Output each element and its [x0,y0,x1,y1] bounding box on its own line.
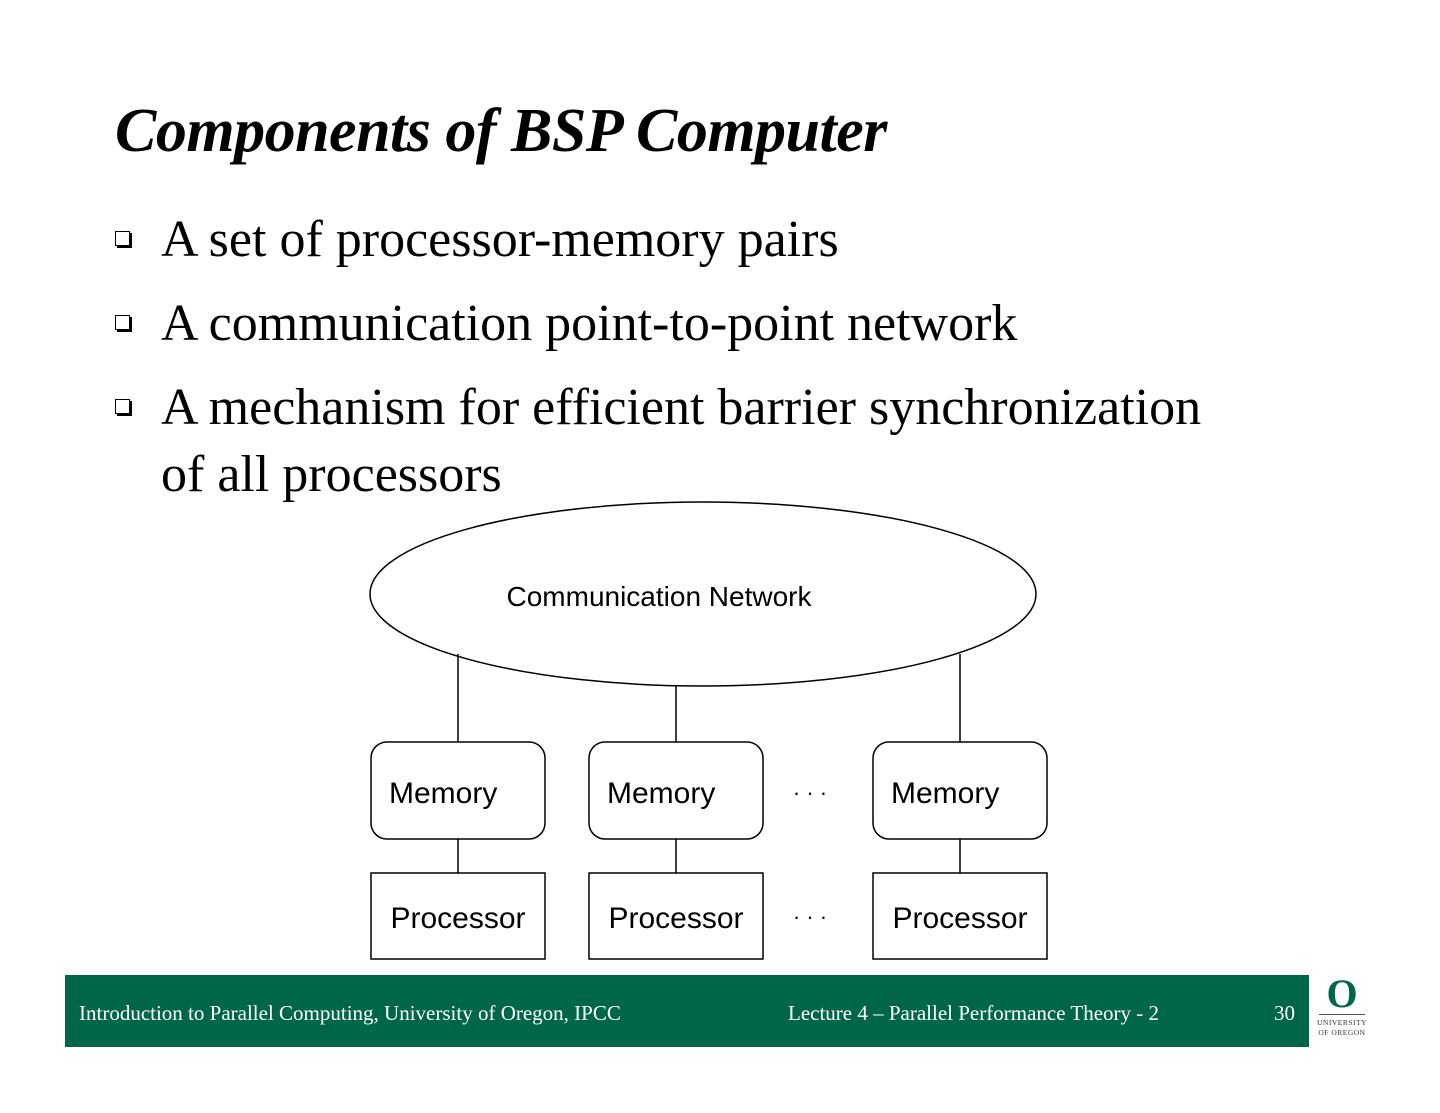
checkbox-bullet-icon [115,399,133,417]
checkbox-bullet-icon [115,231,133,249]
processor-box [872,872,1048,960]
oregon-o-icon: O [1326,971,1358,1016]
footer-lecture: Lecture 4 – Parallel Performance Theory … [788,1001,1160,1025]
processor-label: Processor [608,902,743,935]
logo-text-line1: UNIVERSITY [1317,1018,1367,1027]
bullet-text: A set of processor-memory pairs [161,211,839,268]
network-ellipse [369,501,1037,687]
memory-label: Memory [607,777,715,810]
bullet-text: A communication point-to-point network [161,295,1018,352]
memory-label: Memory [389,777,497,810]
university-logo: O UNIVERSITY OF OREGON [1312,971,1372,1047]
processor-box [588,872,764,960]
footer-course: Introduction to Parallel Computing, Univ… [79,1001,621,1025]
checkbox-bullet-icon [115,315,133,333]
footer-bar: Introduction to Parallel Computing, Univ… [65,975,1309,1047]
memory-label: Memory [891,777,999,810]
processor-label: Processor [390,902,525,935]
processor-label: Processor [892,902,1027,935]
bullet-text: of all processors [161,446,502,503]
page-number: 30 [1274,1001,1295,1025]
ellipsis: · · · [793,904,827,929]
network-label: Communication Network [507,581,813,612]
bullet-text: A mechanism for efficient barrier synchr… [161,379,1202,436]
logo-divider [1319,1014,1365,1015]
processor-box [370,872,546,960]
logo-text-line2: OF OREGON [1318,1028,1366,1037]
slide-title: Components of BSP Computer [115,97,887,165]
ellipsis: · · · [793,780,827,805]
